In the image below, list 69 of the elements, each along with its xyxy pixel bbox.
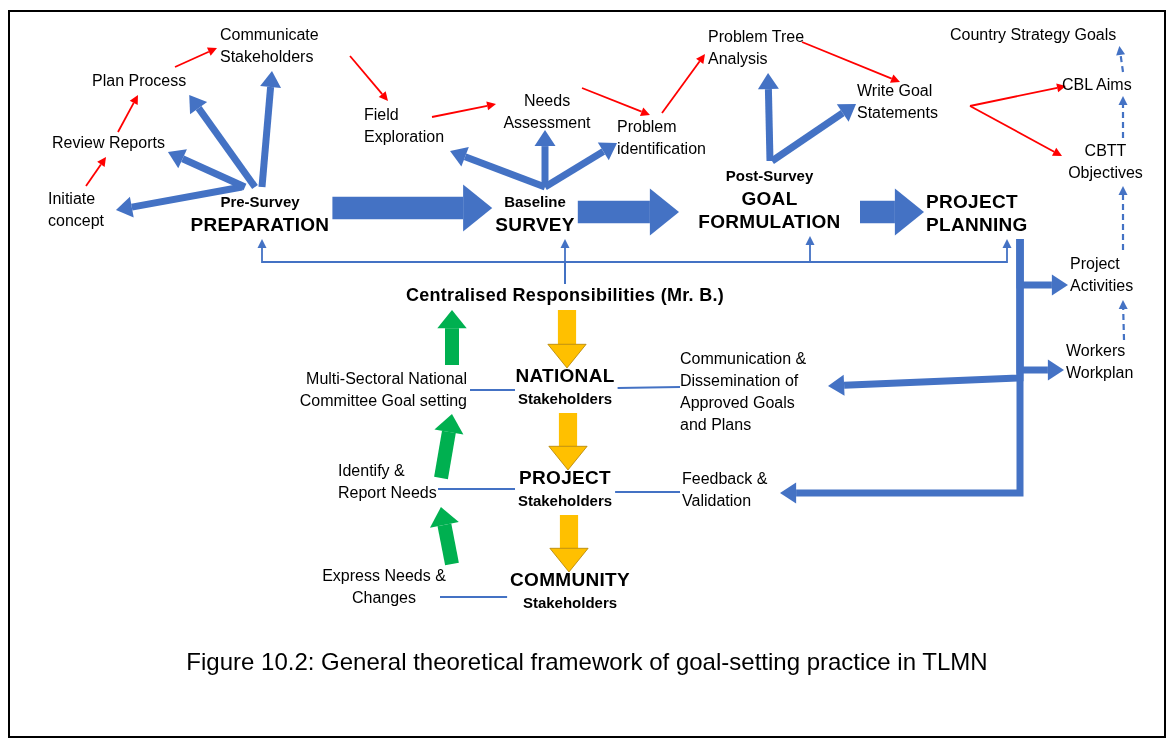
arrow: [450, 146, 547, 191]
connector-line: [614, 491, 681, 493]
arrow: [431, 101, 496, 118]
arrow: [969, 105, 1062, 156]
dashed-arrow: [1118, 300, 1128, 341]
stage-title: SURVEY: [495, 213, 575, 236]
stakeholder-level: NATIONAL: [515, 364, 615, 387]
step-label: Multi-Sectoral National Committee Goal setting: [298, 369, 467, 411]
stage-subtitle: Post-Survey: [725, 166, 814, 186]
arrow: [349, 55, 388, 101]
stakeholder-label: Stakeholders: [517, 491, 613, 511]
step-label: Initiate concept: [48, 189, 106, 231]
stage-title: GOAL FORMULATION: [697, 187, 842, 233]
arrow: [969, 83, 1066, 107]
connector-line: [437, 488, 516, 490]
step-label: Communicate Stakeholders: [220, 25, 320, 67]
step-label: Communication & Dissemination of Approved Goals and Plans: [680, 349, 808, 435]
block-arrow: [860, 188, 924, 236]
step-label: Express Needs & Changes: [321, 566, 447, 608]
connector-line: [469, 389, 516, 391]
block-arrow: [429, 507, 459, 566]
arrow: [115, 183, 243, 218]
arrow: [258, 70, 282, 188]
step-label: Workers Workplan: [1066, 341, 1135, 383]
connector-line: [616, 386, 681, 389]
stakeholder-level: PROJECT: [519, 466, 611, 489]
dashed-arrow: [1118, 186, 1128, 250]
responsibility-heading: Centralised Responsibilities (Mr. B.): [405, 284, 725, 307]
block-arrow: [547, 310, 587, 369]
arrow: [770, 103, 856, 164]
stage-subtitle: Baseline: [504, 192, 566, 212]
stage-subtitle: Pre-Survey: [220, 192, 300, 212]
step-label: CBTT Objectives: [1067, 141, 1144, 183]
arrow: [117, 95, 138, 133]
arrow: [167, 149, 247, 191]
figure-caption: Figure 10.2: General theoretical framework of goal-setting practice in TLMN: [185, 648, 989, 676]
block-arrow: [437, 310, 467, 365]
arrow: [801, 41, 901, 83]
step-label: Identify & Report Needs: [338, 461, 438, 503]
step-label: CBL Aims: [1062, 75, 1132, 95]
step-label: Problem Tree Analysis: [708, 27, 806, 69]
step-label: Project Activities: [1070, 254, 1135, 296]
block-arrow: [548, 413, 588, 471]
step-label: Country Strategy Goals: [950, 25, 1117, 45]
block-arrow: [549, 515, 589, 573]
arrow: [581, 87, 650, 116]
arrow: [543, 142, 618, 190]
dashed-arrow: [1118, 96, 1128, 138]
dashed-arrow: [1116, 46, 1126, 73]
stakeholder-level: COMMUNITY: [510, 568, 630, 591]
arrow: [189, 95, 258, 190]
arrow: [564, 239, 1012, 285]
stage-title: PREPARATION: [190, 213, 330, 236]
step-label: Problem identification: [617, 117, 707, 159]
step-label: Field Exploration: [364, 105, 446, 147]
block-arrow: [434, 413, 464, 480]
step-label: Plan Process: [92, 71, 187, 91]
connector-line: [439, 596, 508, 598]
step-label: Needs Assessment: [502, 91, 592, 133]
step-label: Feedback & Validation: [682, 469, 769, 511]
arrow: [174, 47, 217, 68]
stakeholder-label: Stakeholders: [517, 389, 613, 409]
step-label: Review Reports: [52, 133, 165, 153]
arrow: [757, 73, 779, 162]
arrow: [85, 157, 106, 187]
stage-title: PROJECT PLANNING: [926, 190, 1029, 236]
arrow: [661, 54, 705, 114]
stakeholder-label: Stakeholders: [522, 593, 618, 613]
step-label: Write Goal Statements: [857, 81, 939, 123]
